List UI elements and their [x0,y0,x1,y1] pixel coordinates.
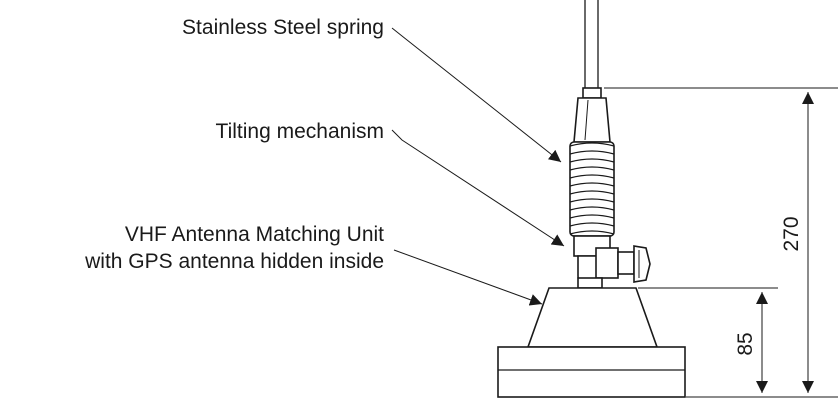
dimension-extension-lines [604,87,838,398]
label-matching-unit-line1: VHF Antenna Matching Unit [125,223,384,246]
matching-unit-body [497,277,686,398]
label-matching-unit-line2: with GPS antenna hidden inside [84,250,384,273]
label-tilting-mechanism: Tilting mechanism [216,120,384,143]
antenna-whip [584,0,599,92]
leader-lines [391,27,565,306]
tilting-mechanism [573,235,651,287]
antenna-ferrule [573,87,611,143]
dimension-270-label: 270 [780,216,803,251]
label-stainless-steel-spring: Stainless Steel spring [182,16,384,39]
stainless-steel-spring [569,141,615,237]
dimension-85-label: 85 [734,332,757,355]
